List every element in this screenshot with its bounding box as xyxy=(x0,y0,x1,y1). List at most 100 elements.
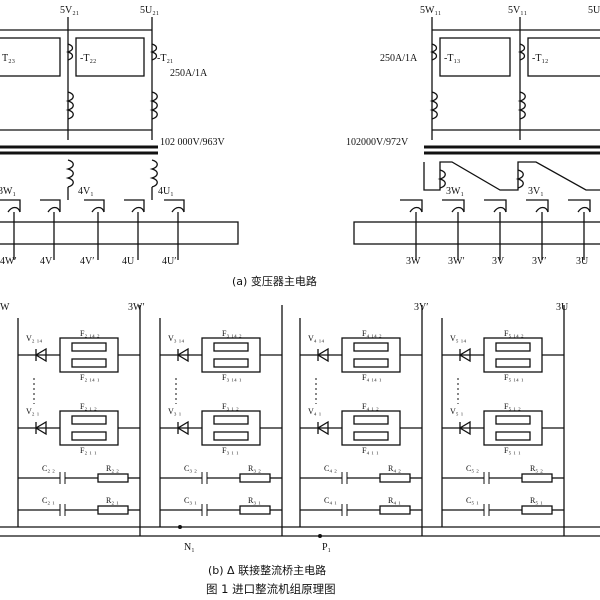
component-label: C₅ ₁ xyxy=(466,496,479,505)
component-label: F₅ ₁₄ ₁ xyxy=(504,373,524,382)
component-label: V₂ ₁₄ xyxy=(26,334,42,343)
component-label: V₅ ₁₄ xyxy=(450,334,466,343)
component-label: F₃ ₁₄ ₂ xyxy=(222,329,242,338)
component-label: R₄ ₂ xyxy=(388,464,401,473)
phase-label: 5W₁₁ xyxy=(420,5,441,16)
ct-box xyxy=(75,37,145,77)
resistor xyxy=(239,473,271,483)
component-label: C₄ ₂ xyxy=(324,464,337,473)
ct-ratio-label: 250A/1A xyxy=(380,53,418,64)
primary-coil xyxy=(429,91,438,120)
component-label: R₂ ₂ xyxy=(106,464,119,473)
caption-a: (a) 变压器主电路 xyxy=(232,274,317,288)
ct-label: -T₁₂ xyxy=(532,53,548,64)
component-label: R₅ ₁ xyxy=(530,496,543,505)
fuse xyxy=(71,358,107,368)
component-label: F₂ ₁ ₂ xyxy=(80,402,97,411)
transformer-left: 5V₂₁ 5U₂₁ T₂₃ -T₂₂ -T₂₁ 250A/1A 102 000V… xyxy=(0,5,239,267)
terminal-label: 4V xyxy=(40,256,53,267)
ct-coil xyxy=(65,43,74,61)
phase-label: 5U₁₁ xyxy=(588,5,600,16)
terminal-label: 3V′ xyxy=(532,256,546,267)
ct-coil xyxy=(149,43,158,61)
ct-label: -T₁₃ xyxy=(444,53,460,64)
phase-label: 5U₂₁ xyxy=(140,5,159,16)
component-label: F₂ ₁₄ ₂ xyxy=(80,329,100,338)
primary-coil xyxy=(517,91,526,120)
resistor xyxy=(379,473,411,483)
fuse xyxy=(495,358,531,368)
thyristor-symbol xyxy=(176,420,189,436)
node-label: 3V₁ xyxy=(528,186,544,197)
ct-box xyxy=(439,37,511,77)
component-label: V₃ ₁₄ xyxy=(168,334,184,343)
ct-label: T₂₃ xyxy=(2,53,15,64)
component-label: F₅ ₁ ₂ xyxy=(504,402,521,411)
node-label: 4V₁ xyxy=(78,186,94,197)
phase-label: 5V₂₁ xyxy=(60,5,79,16)
fuse xyxy=(213,415,249,425)
node-n-label: N₁ xyxy=(184,542,195,553)
component-label: F₅ ₁₄ ₂ xyxy=(504,329,524,338)
component-label: F₃ ₁ ₁ xyxy=(222,446,239,455)
thyristor-symbol xyxy=(458,347,471,363)
component-label: V₄ ₁ xyxy=(308,407,322,416)
node-label: 4U₁ xyxy=(158,186,174,197)
resistor xyxy=(379,505,411,515)
component-label: V₄ ₁₄ xyxy=(308,334,324,343)
ct-ratio-label: 250A/1A xyxy=(170,68,208,79)
fuse xyxy=(353,415,389,425)
ct-box xyxy=(0,37,61,77)
resistor xyxy=(239,505,271,515)
terminal-label: 3U xyxy=(576,256,589,267)
component-label: V₅ ₁ xyxy=(450,407,464,416)
component-label: F₄ ₁ ₂ xyxy=(362,402,379,411)
component-label: F₂ ₁ ₁ xyxy=(80,446,97,455)
secondary-coil xyxy=(149,159,158,188)
component-label: F₄ ₁ ₁ xyxy=(362,446,379,455)
fuse xyxy=(71,431,107,441)
secondary-coil xyxy=(437,169,446,189)
top-label: 3V′ xyxy=(414,302,428,313)
ct-coil xyxy=(517,43,526,61)
voltage-label: 102000V/972V xyxy=(346,137,409,148)
fuse xyxy=(213,358,249,368)
thyristor-symbol xyxy=(34,347,47,363)
caption-b: (b) Δ 联接整流桥主电路 xyxy=(208,563,326,577)
primary-coil xyxy=(65,91,74,120)
node-p-label: P₁ xyxy=(322,542,331,553)
fuse xyxy=(213,431,249,441)
component-label: R₂ ₁ xyxy=(106,496,119,505)
thyristor-symbol xyxy=(316,420,329,436)
fuse xyxy=(213,342,249,352)
fuse xyxy=(495,431,531,441)
secondary-coil xyxy=(515,169,524,189)
component-label: F₂ ₁₄ ₁ xyxy=(80,373,100,382)
top-label: 3W′ xyxy=(128,302,145,313)
component-label: F₃ ₁₄ ₁ xyxy=(222,373,242,382)
ct-coil xyxy=(429,43,438,61)
fuse xyxy=(353,431,389,441)
component-label: R₄ ₁ xyxy=(388,496,401,505)
primary-coil xyxy=(149,91,158,120)
resistor xyxy=(97,473,129,483)
junction-dot xyxy=(318,534,322,538)
terminal-label: 4V′ xyxy=(80,256,94,267)
terminal-label: 4W′ xyxy=(0,256,17,267)
resistor xyxy=(521,505,553,515)
thyristor-symbol xyxy=(34,420,47,436)
component-label: V₂ ₁ xyxy=(26,407,40,416)
component-label: C₃ ₂ xyxy=(184,464,197,473)
component-label: C₂ ₁ xyxy=(42,496,55,505)
node-label: 3W₁ xyxy=(446,186,464,197)
junction-dot xyxy=(178,525,182,529)
component-label: R₃ ₁ xyxy=(248,496,261,505)
component-label: F₄ ₁₄ ₁ xyxy=(362,373,382,382)
fuse xyxy=(71,342,107,352)
reactor-strip xyxy=(0,221,239,245)
component-label: F₅ ₁ ₁ xyxy=(504,446,521,455)
